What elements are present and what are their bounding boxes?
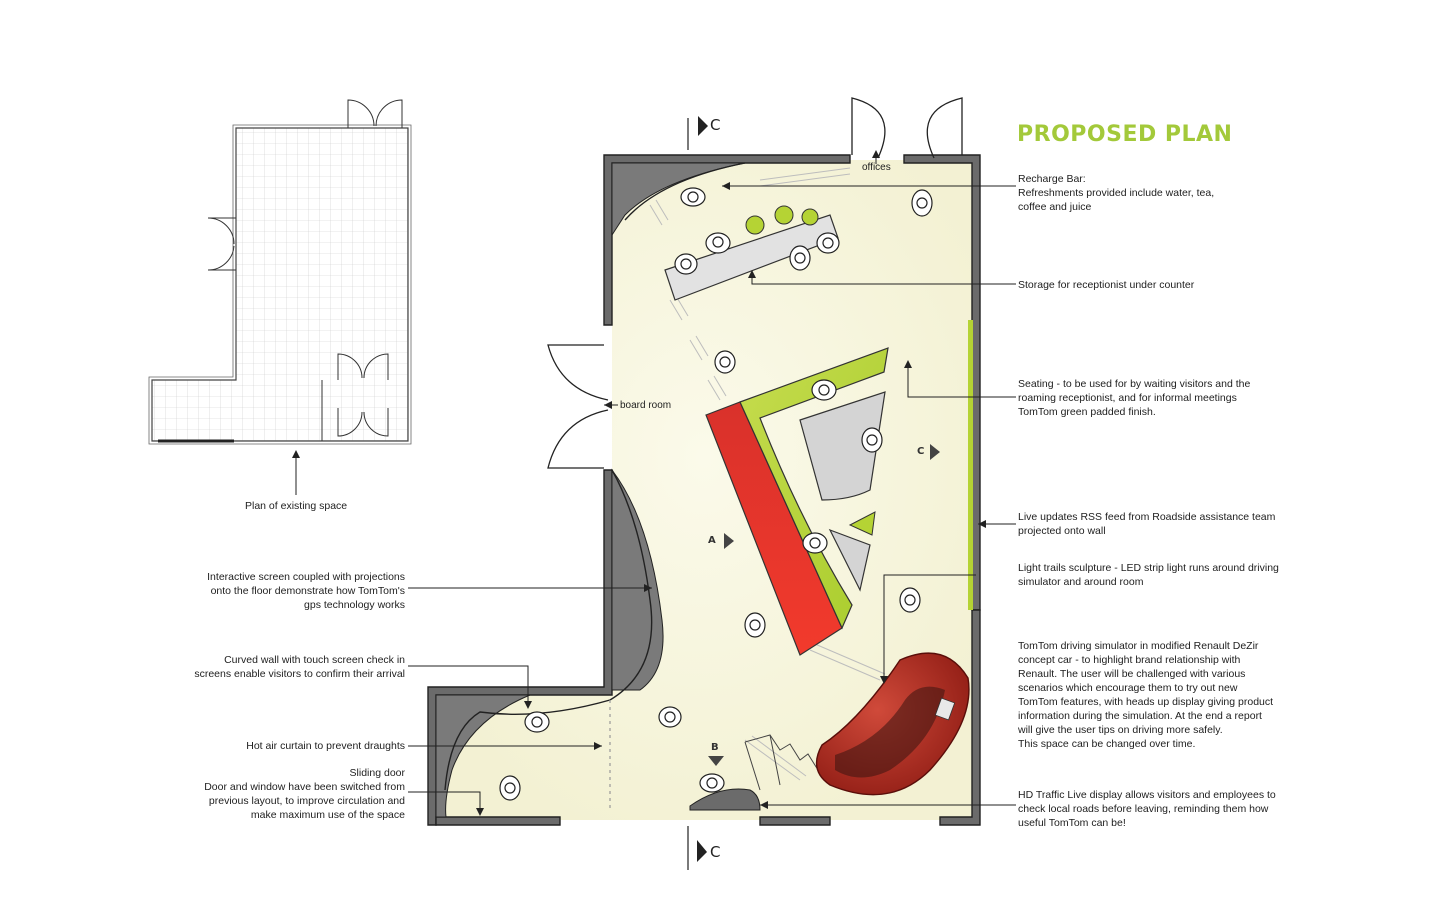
page-title: PROPOSED PLAN xyxy=(1017,122,1233,147)
section-marker-a: A xyxy=(708,535,716,546)
section-marker-c-right: C xyxy=(917,446,925,457)
proposed-plan xyxy=(427,97,981,870)
leader-lines xyxy=(408,156,1016,812)
annotation-seating: Seating - to be used for by waiting visi… xyxy=(1018,378,1251,418)
section-marker-c-top: C xyxy=(710,116,721,134)
annotation-recharge-bar: Recharge Bar:Refreshments provided inclu… xyxy=(1018,173,1215,213)
section-marker-c-bottom: C xyxy=(710,843,721,861)
existing-plan xyxy=(148,99,412,495)
existing-plan-label: Plan of existing space xyxy=(245,500,348,512)
annotation-live-updates: Live updates RSS feed from Roadside assi… xyxy=(1018,511,1276,537)
annotation-hot-air-curtain: Hot air curtain to prevent draughts xyxy=(246,740,405,752)
section-marker-b: B xyxy=(711,742,719,753)
annotation-storage: Storage for receptionist under counter xyxy=(1018,279,1195,291)
annotation-interactive-screen: Interactive screen coupled with projecti… xyxy=(207,571,405,611)
annotation-light-trails: Light trails sculpture - LED strip light… xyxy=(1018,562,1279,588)
annotation-driving-simulator: TomTom driving simulator in modified Ren… xyxy=(1018,640,1274,750)
room-label-board-room: board room xyxy=(620,400,672,411)
room-label-offices: offices xyxy=(862,162,891,173)
annotation-hd-traffic: HD Traffic Live display allows visitors … xyxy=(1018,789,1276,829)
